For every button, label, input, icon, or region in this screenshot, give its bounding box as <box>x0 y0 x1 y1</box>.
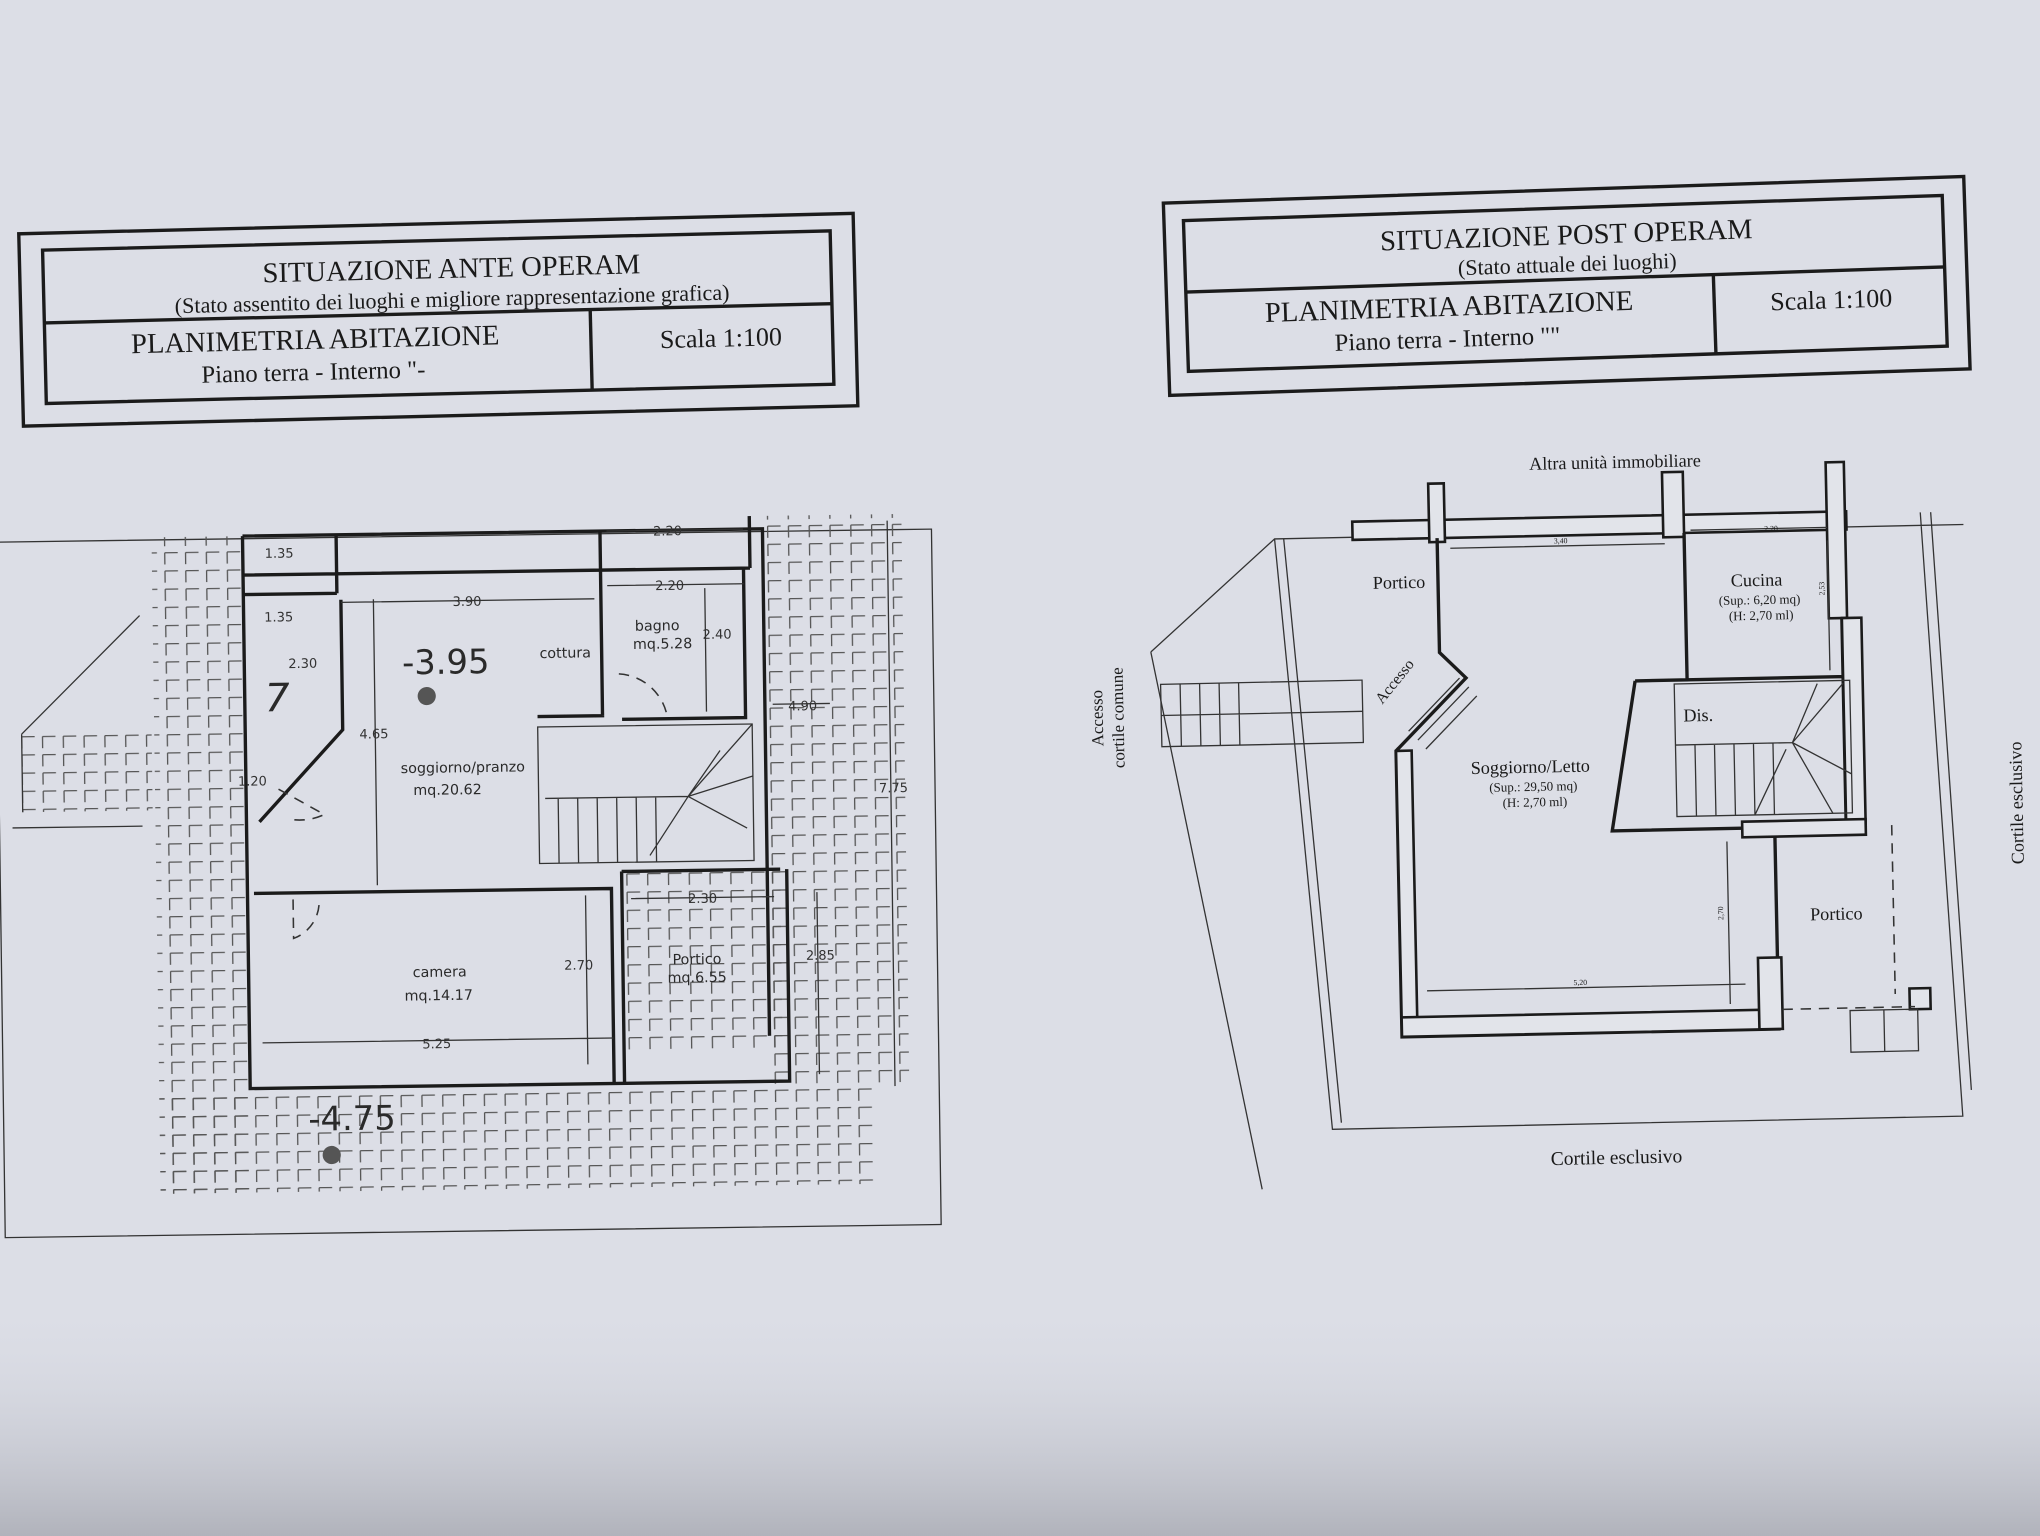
dim-label: 2.85 <box>806 948 835 963</box>
room-cottura: cottura <box>539 645 591 662</box>
accesso-comune-label-2: cortile comune <box>1108 667 1129 768</box>
soggiorno-height: (H: 2,70 ml) <box>1502 794 1567 810</box>
post-floor-plan: Altra unità immobiliare Portico Accesso … <box>1087 450 2028 1190</box>
ante-floor-plan: -3.95 -4.75 7 cottura bagno mq.5.28 sogg… <box>0 513 942 1239</box>
staircase <box>1673 679 1854 818</box>
dim-label: 2.40 <box>703 627 732 642</box>
cortile-bottom-label: Cortile esclusivo <box>1551 1146 1683 1170</box>
dim-label: 4.90 <box>788 699 817 714</box>
dim-label: 2.20 <box>653 524 682 539</box>
dim-label: 2,70 <box>1716 906 1725 920</box>
accesso-comune-label-1: Accesso <box>1087 690 1107 747</box>
ante-plan-subtitle: Piano terra - Interno "- <box>201 356 426 388</box>
dim-label: 2.70 <box>564 958 593 973</box>
room-portico-right: Portico <box>1810 903 1863 924</box>
cucina-surface: (Sup.: 6,20 mq) <box>1719 591 1801 608</box>
room-soggiorno-area: mq.20.62 <box>413 782 482 799</box>
dim-label: 1.35 <box>265 547 294 562</box>
tiled-area-right <box>764 513 910 1088</box>
ante-scale: Scala 1:100 <box>660 322 783 354</box>
room-soggiorno: soggiorno/pranzo <box>401 759 525 777</box>
room-portico-left: Portico <box>1373 572 1426 593</box>
level-marker-icon <box>322 1145 341 1165</box>
room-bagno: bagno <box>635 618 680 635</box>
room-portico: Portico <box>672 952 721 969</box>
room-camera: camera <box>413 964 467 981</box>
staircase <box>537 723 755 865</box>
dim-label: 2,20 <box>1764 524 1778 533</box>
level-marker-icon <box>417 686 436 706</box>
room-soggiorno-letto: Soggiorno/Letto <box>1470 756 1590 778</box>
room-portico-area: mq.6.55 <box>667 970 727 987</box>
tiled-area-left <box>151 536 255 1194</box>
handwritten-mark: 7 <box>265 676 291 721</box>
dim-label: 1.20 <box>238 774 267 789</box>
neighbor-label: Altra unità immobiliare <box>1529 450 1701 474</box>
room-bagno-area: mq.5.28 <box>633 636 693 653</box>
level-bottom: -4.75 <box>308 1098 396 1138</box>
post-scale: Scala 1:100 <box>1770 283 1893 316</box>
dim-label: 1.35 <box>264 610 293 625</box>
cucina-height: (H: 2,70 ml) <box>1729 607 1794 623</box>
dim-label: 5.25 <box>422 1037 451 1052</box>
dim-label: 5,20 <box>1573 978 1587 987</box>
room-dis: Dis. <box>1683 705 1713 726</box>
soggiorno-surface: (Sup.: 29,50 mq) <box>1489 778 1577 795</box>
dim-label: 4.65 <box>359 727 388 742</box>
dim-label: 2.30 <box>288 657 317 672</box>
cortile-right-label: Cortile esclusivo <box>2005 741 2028 864</box>
dim-label: 3.90 <box>452 595 481 610</box>
dim-label: 3,40 <box>1554 536 1568 545</box>
dim-label: 2.30 <box>688 892 717 907</box>
tiled-area-bottom <box>159 1086 876 1194</box>
dim-label: 2.20 <box>655 579 684 594</box>
room-camera-area: mq.14.17 <box>404 988 473 1005</box>
paper-shadow <box>0 1300 2040 1536</box>
dim-label: 7.75 <box>879 781 908 796</box>
portico-tiles <box>621 869 783 1051</box>
dim-label: 2,53 <box>1817 582 1826 596</box>
level-top: -3.95 <box>402 642 490 682</box>
room-cucina: Cucina <box>1731 569 1783 590</box>
